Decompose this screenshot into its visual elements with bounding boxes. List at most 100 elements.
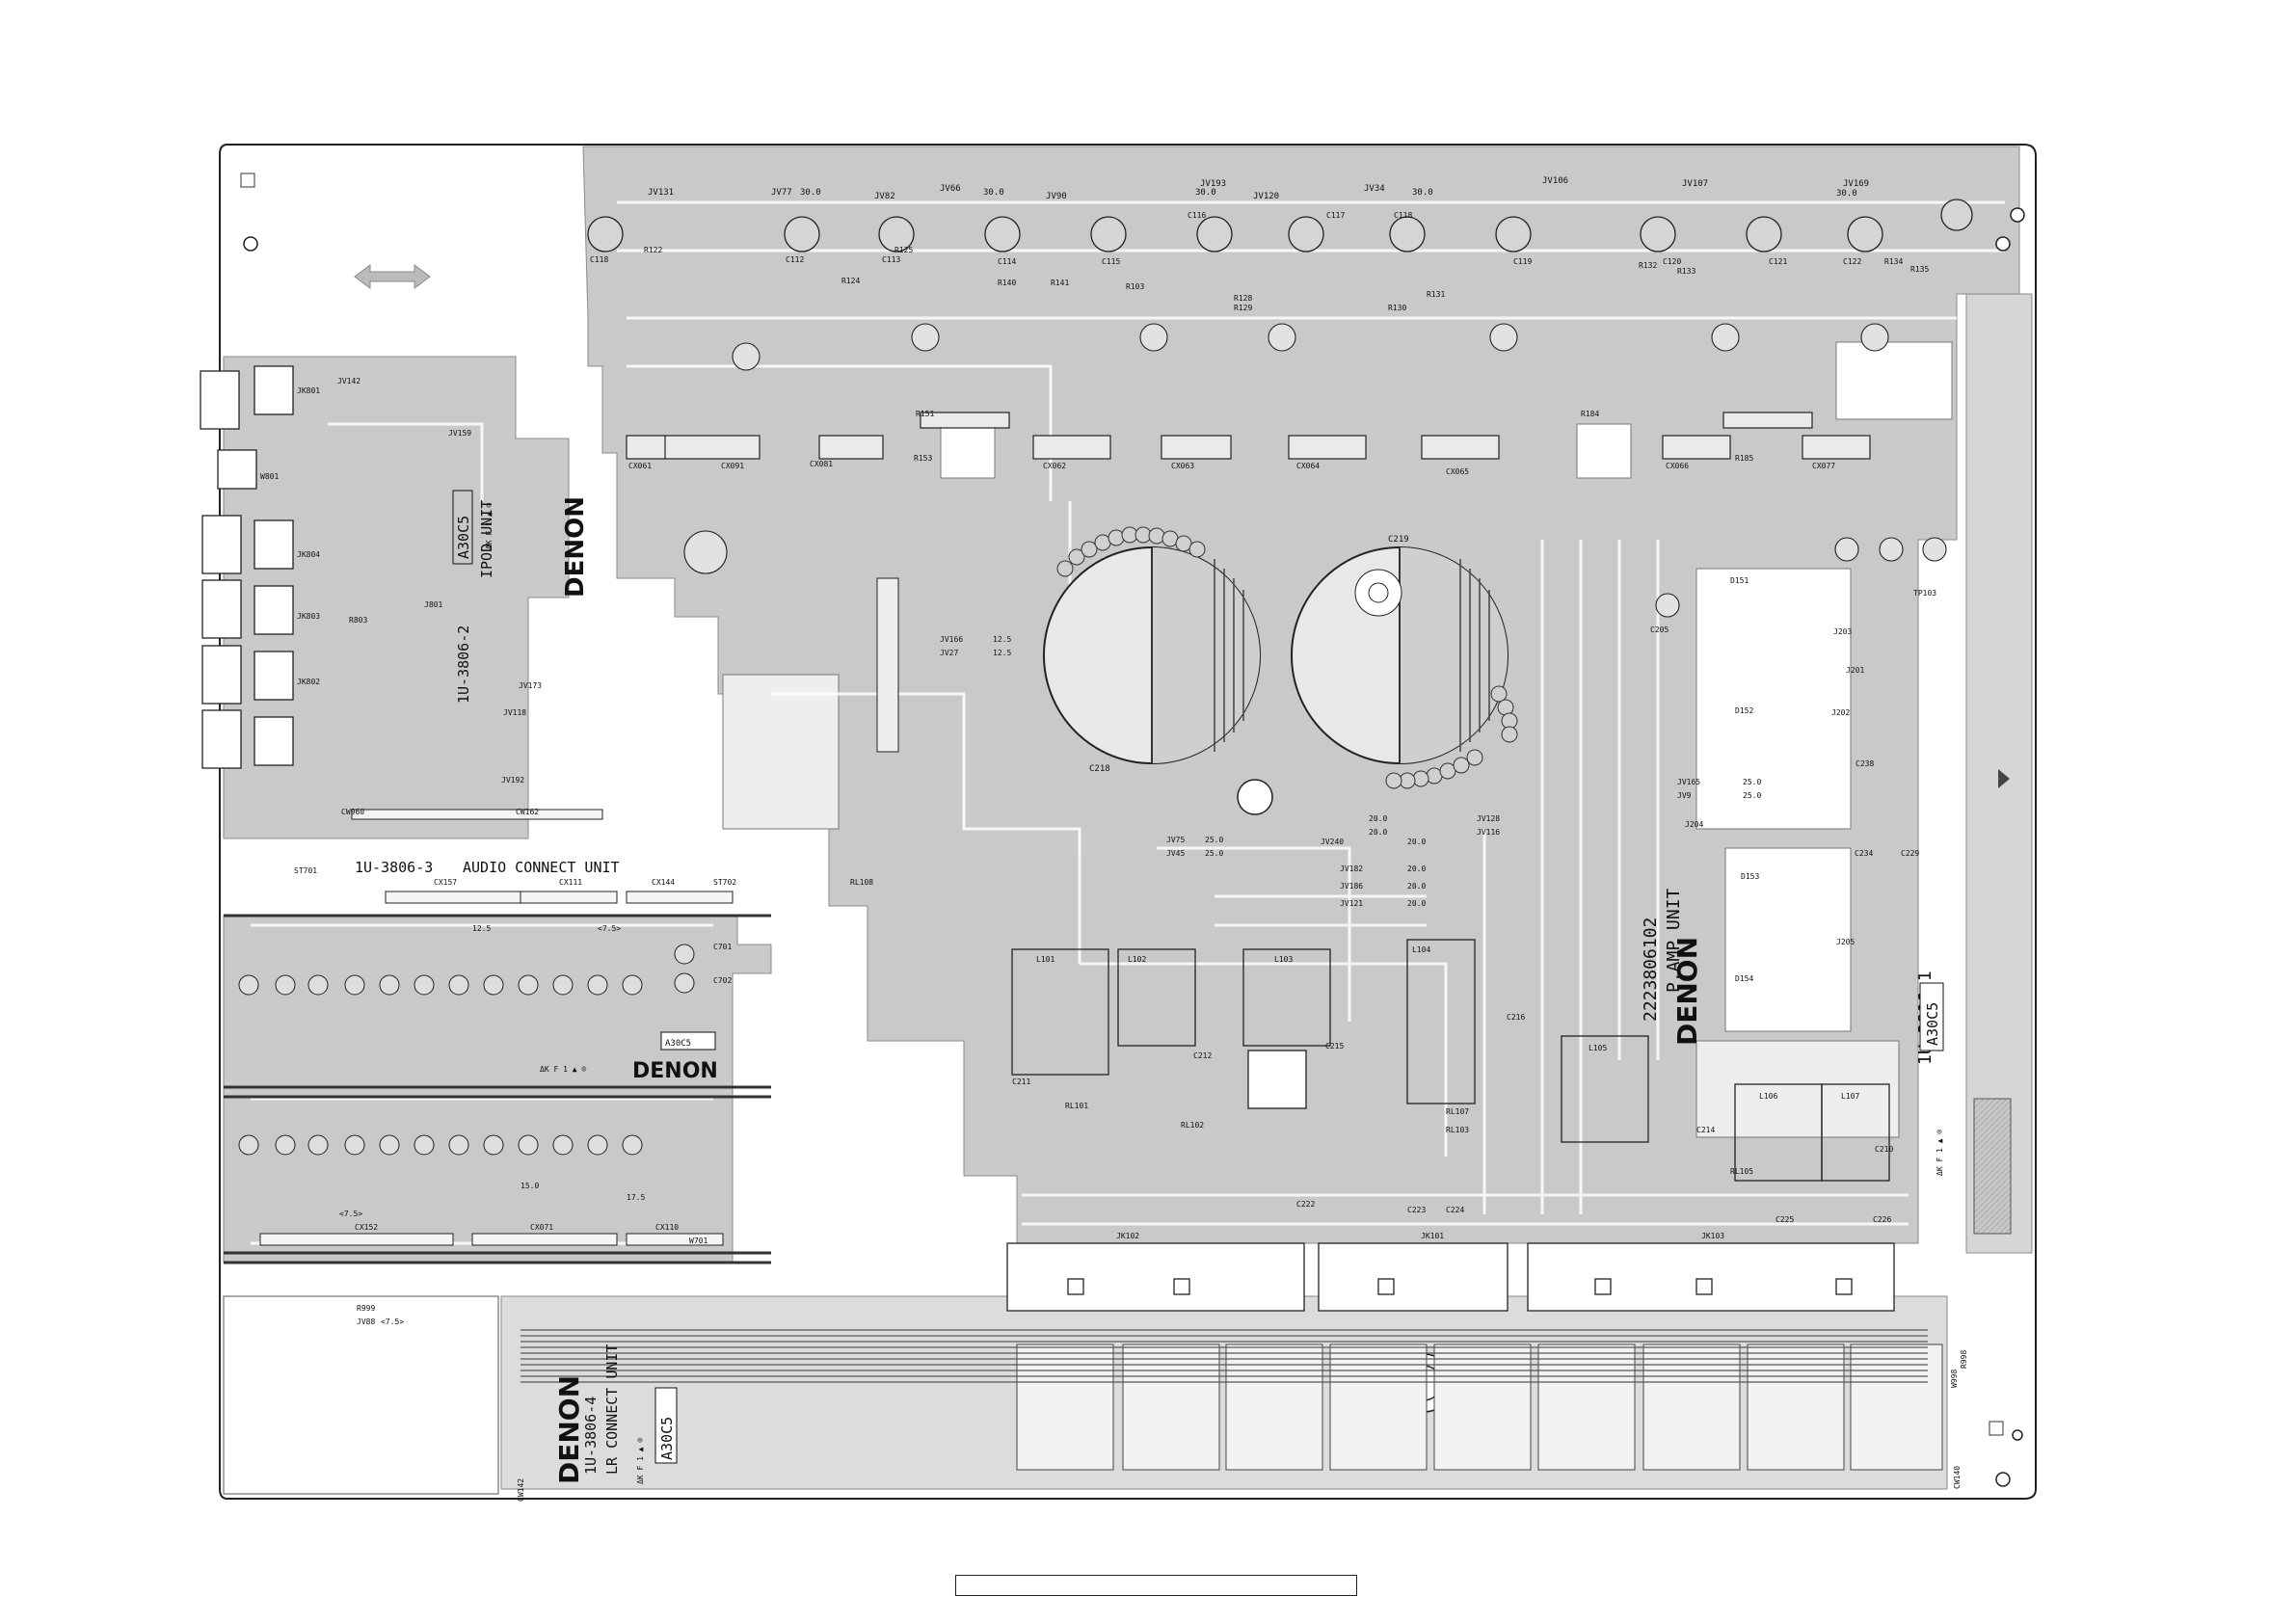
ref-label: C112 [786, 255, 804, 264]
ref-label: C234 [1855, 849, 1873, 858]
ref-label: C214 [1696, 1126, 1715, 1134]
main-capacitor-c218 [1043, 546, 1261, 764]
transistor-labels: C118 C112 C113 C114 C115 C116 C117 C118 … [590, 211, 1861, 266]
psu-labels: D151 D152 D153 D154 J203 J201 J202 J204 … [1650, 576, 1936, 983]
jumper-label: JV106 [1542, 176, 1568, 186]
ref-label: W801 [260, 472, 279, 481]
ref-label: CX157 [434, 878, 457, 887]
ref-label: CX110 [655, 1223, 679, 1232]
cap-scallops [1056, 526, 1518, 789]
ref-label: R129 [1234, 304, 1252, 312]
jumper-value: 25.0 [1205, 836, 1223, 844]
ref-label: R134 [1884, 257, 1903, 266]
ref-label: C116 [1188, 211, 1206, 220]
main-capacitor-c219 [1291, 546, 1508, 764]
right-dotted-block [1973, 1098, 2012, 1235]
unit-title: P.AMP UNIT [1664, 888, 1684, 993]
jumper-value: 30.0 [1195, 188, 1216, 198]
ref-label: R125 [894, 246, 913, 254]
unit-rev: A30C5 [1924, 1002, 1941, 1046]
ref-label: D152 [1735, 706, 1753, 715]
ref-label: R184 [1581, 410, 1599, 418]
ref-label: JK802 [297, 678, 320, 686]
ic-modules [626, 412, 1871, 460]
ref-label: L105 [1589, 1044, 1607, 1052]
ref-label: CX061 [628, 462, 652, 470]
cert-mark: ΔK F 1 ▲ ® [540, 1065, 586, 1074]
unit-rev: A30C5 [665, 1039, 691, 1049]
ref-label: RL108 [850, 878, 873, 887]
jumper-label: JV77 [771, 188, 792, 198]
ref-label: CX152 [355, 1223, 378, 1232]
jumper-label: JV120 [1253, 192, 1279, 201]
audio-brand-logo: DENON [632, 1059, 718, 1083]
unit-rev: A30C5 [658, 1417, 676, 1460]
cert-mark: ΔK F 1 ▲ ® [485, 503, 494, 549]
ref-label: C205 [1650, 625, 1669, 634]
unit-code: 1U-3806-2 [455, 625, 472, 704]
ic-labels: CX061 CX091 CX081 CX062 CX063 CX064 CX06… [628, 460, 1835, 476]
jumper-value: 12.5 [993, 635, 1011, 644]
ref-label: W701 [689, 1237, 707, 1245]
ref-label: C702 [713, 976, 732, 985]
ref-label: C119 [1513, 257, 1532, 266]
right-arrow-icon [1998, 769, 2010, 788]
jumper-label: JV166 [940, 635, 963, 644]
ref-label: C121 [1769, 257, 1787, 266]
jumper-label: JV121 [1340, 899, 1363, 908]
ref-label: RL101 [1065, 1102, 1088, 1110]
unit-title: LR CONNECT UNIT [603, 1344, 621, 1475]
ref-label: R153 [914, 454, 932, 463]
ref-label: C113 [882, 255, 900, 264]
relay-outlines [1011, 939, 1890, 1182]
ref-label: R998 [1960, 1350, 1968, 1369]
heatsink-labels: R151 R153 R184 R185 [914, 410, 1753, 463]
audio-unit-title: 1U-3806-3 AUDIO CONNECT UNIT A30C5 ΔK F … [355, 859, 716, 1074]
ipod-labels: JV142 JV159 J801 R803 JV173 JV118 JV192 … [260, 377, 542, 816]
ref-label: CX144 [652, 878, 675, 887]
ref-label: C122 [1843, 257, 1861, 266]
jumper-value: 20.0 [1407, 899, 1426, 908]
jumper-label: JV66 [940, 184, 961, 194]
audio-bus-lines [224, 914, 771, 1264]
jumper-value: 30.0 [800, 188, 821, 198]
cap-labels: C222 C223 C224 C225 C226 C215 C216 C211 … [1012, 1013, 1893, 1224]
value-label: 15.0 [521, 1182, 539, 1190]
ref-label: CW142 [517, 1478, 525, 1502]
ref-label: JK804 [297, 550, 320, 559]
ref-label: CW162 [516, 808, 539, 816]
ref-label: C219 [1388, 535, 1409, 545]
ref-label: C117 [1326, 211, 1345, 220]
ref-label: C223 [1407, 1206, 1426, 1214]
jumper-label: JV186 [1340, 882, 1363, 891]
mid-jumpers: JV166 12.5 JV27 12.5 JV75 25.0 JV45 25.0… [940, 635, 1761, 908]
ref-label: RL105 [1730, 1167, 1753, 1176]
ref-label: J201 [1846, 666, 1864, 675]
value-label: <7.5> [381, 1317, 404, 1326]
ref-label: CX081 [810, 460, 833, 468]
jumper-value: 25.0 [1743, 778, 1761, 786]
ref-label: L101 [1036, 955, 1055, 964]
ref-label: RL103 [1446, 1126, 1469, 1134]
ref-label: L103 [1274, 955, 1293, 964]
unit-title: AUDIO CONNECT UNIT [463, 859, 620, 876]
ipod-jacks [200, 365, 294, 769]
mid-transistors [683, 323, 1947, 618]
ref-label: CX064 [1296, 462, 1320, 470]
jumper-value: 20.0 [1369, 814, 1387, 823]
ref-label: L106 [1759, 1092, 1777, 1101]
jumper-label: JV128 [1477, 814, 1500, 823]
value-label: <7.5> [339, 1210, 362, 1218]
jumper-label: JV45 [1166, 849, 1185, 858]
ref-label: R999 [357, 1304, 375, 1313]
ref-label: J205 [1836, 938, 1855, 946]
jumper-value: 12.5 [993, 649, 1011, 657]
bottom-terminals [1016, 1344, 1943, 1471]
jumper-label: JV193 [1200, 179, 1226, 189]
ref-label: L102 [1128, 955, 1146, 964]
ref-label: R185 [1735, 454, 1753, 463]
ref-label: L107 [1841, 1092, 1859, 1101]
ref-label: C212 [1193, 1051, 1212, 1060]
ref-label: D153 [1741, 872, 1759, 881]
